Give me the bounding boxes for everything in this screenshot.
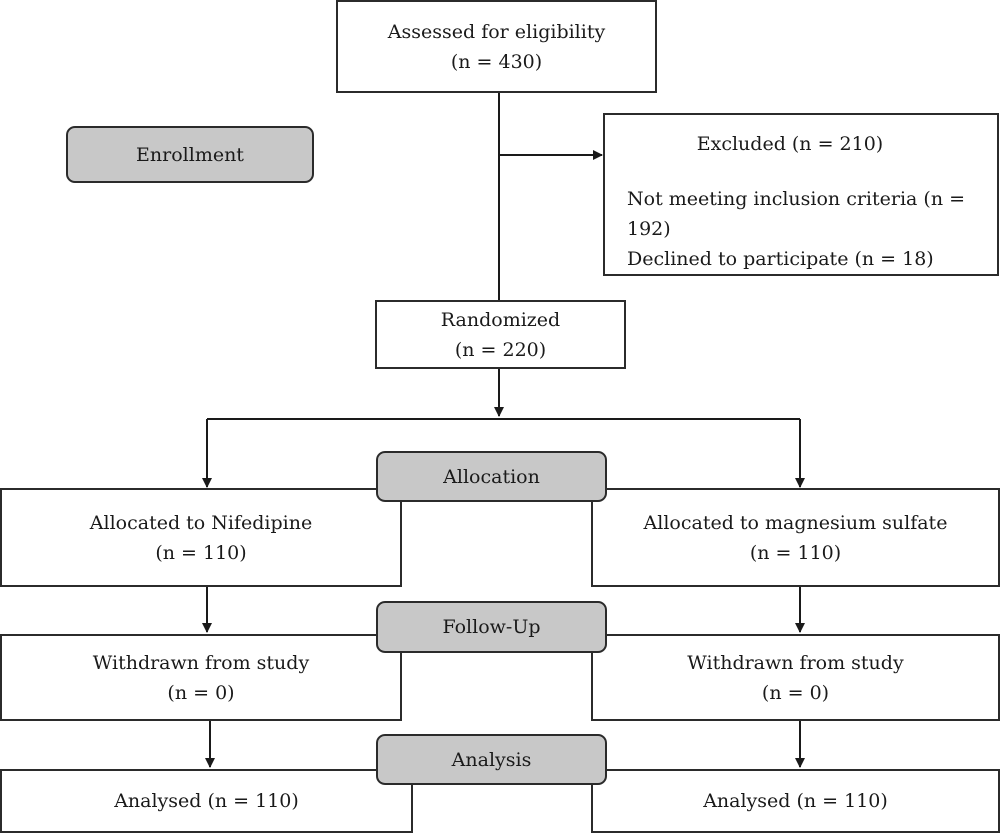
stage-enrollment: Enrollment: [66, 126, 314, 183]
analysis-left-title: Analysed (n = 110): [114, 790, 299, 812]
analysis-right-title: Analysed (n = 110): [703, 790, 888, 812]
assessed-title: Assessed for eligibility: [387, 20, 606, 43]
excluded-reason-inclusion: Not meeting inclusion criteria (n = 192): [627, 188, 966, 240]
followup-left-box: Withdrawn from study (n = 0): [0, 634, 402, 721]
stage-follow-up-label: Follow-Up: [442, 616, 541, 638]
followup-right-title: Withdrawn from study: [687, 651, 904, 674]
allocation-left-count: (n = 110): [155, 541, 247, 564]
allocation-right-title: Allocated to magnesium sulfate: [643, 511, 948, 534]
excluded-box: Excluded (n = 210) Not meeting inclusion…: [603, 113, 999, 276]
assessed-box: Assessed for eligibility (n = 430): [336, 0, 657, 93]
stage-follow-up: Follow-Up: [376, 601, 607, 653]
allocation-left-title: Allocated to Nifedipine: [89, 511, 313, 534]
followup-right-box: Withdrawn from study (n = 0): [591, 634, 1000, 721]
analysis-right-box: Analysed (n = 110): [591, 769, 1000, 833]
randomized-box: Randomized (n = 220): [375, 300, 626, 369]
allocation-right-box: Allocated to magnesium sulfate (n = 110): [591, 488, 1000, 587]
stage-allocation-label: Allocation: [443, 465, 540, 488]
followup-right-count: (n = 0): [761, 681, 830, 704]
stage-allocation: Allocation: [376, 451, 607, 502]
followup-left-count: (n = 0): [167, 681, 235, 704]
allocation-right-count: (n = 110): [749, 541, 842, 564]
followup-left-title: Withdrawn from study: [92, 651, 310, 674]
stage-enrollment-label: Enrollment: [136, 143, 244, 166]
randomized-count: (n = 220): [454, 338, 547, 361]
allocation-left-box: Allocated to Nifedipine (n = 110): [0, 488, 402, 587]
stage-analysis: Analysis: [376, 734, 607, 785]
analysis-left-box: Analysed (n = 110): [0, 769, 413, 833]
randomized-title: Randomized: [440, 308, 561, 331]
stage-analysis-label: Analysis: [451, 748, 532, 771]
excluded-reason-declined: Declined to participate (n = 18): [627, 248, 934, 270]
assessed-count: (n = 430): [450, 50, 543, 73]
excluded-title: Excluded (n = 210): [696, 133, 884, 155]
